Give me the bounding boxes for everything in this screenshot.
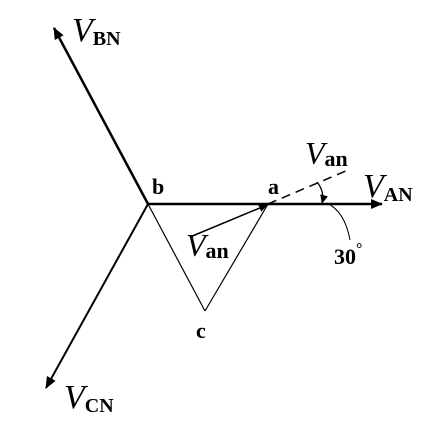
v-an-dashed-extension — [267, 169, 349, 205]
v-cn-arrow — [45, 203, 149, 389]
angle-label: 30° — [334, 241, 362, 269]
triangle-side-bc — [147, 203, 206, 312]
v-an-inner-label: Van — [186, 227, 229, 263]
node-c-label: c — [196, 318, 206, 343]
angle-leader — [326, 202, 351, 241]
v-an-inner-arrow — [189, 204, 268, 238]
v-an-line-label: VAN — [363, 168, 413, 206]
node-a-label: a — [268, 174, 279, 199]
v-an-outer-label: Van — [305, 135, 348, 171]
v-bn-arrow — [52, 27, 150, 205]
triangle-side-ca — [204, 203, 269, 312]
v-bn-label: VBN — [72, 12, 121, 50]
v-cn-label: VCN — [64, 379, 114, 417]
node-b-label: b — [152, 174, 164, 199]
angle-arc — [316, 181, 328, 204]
